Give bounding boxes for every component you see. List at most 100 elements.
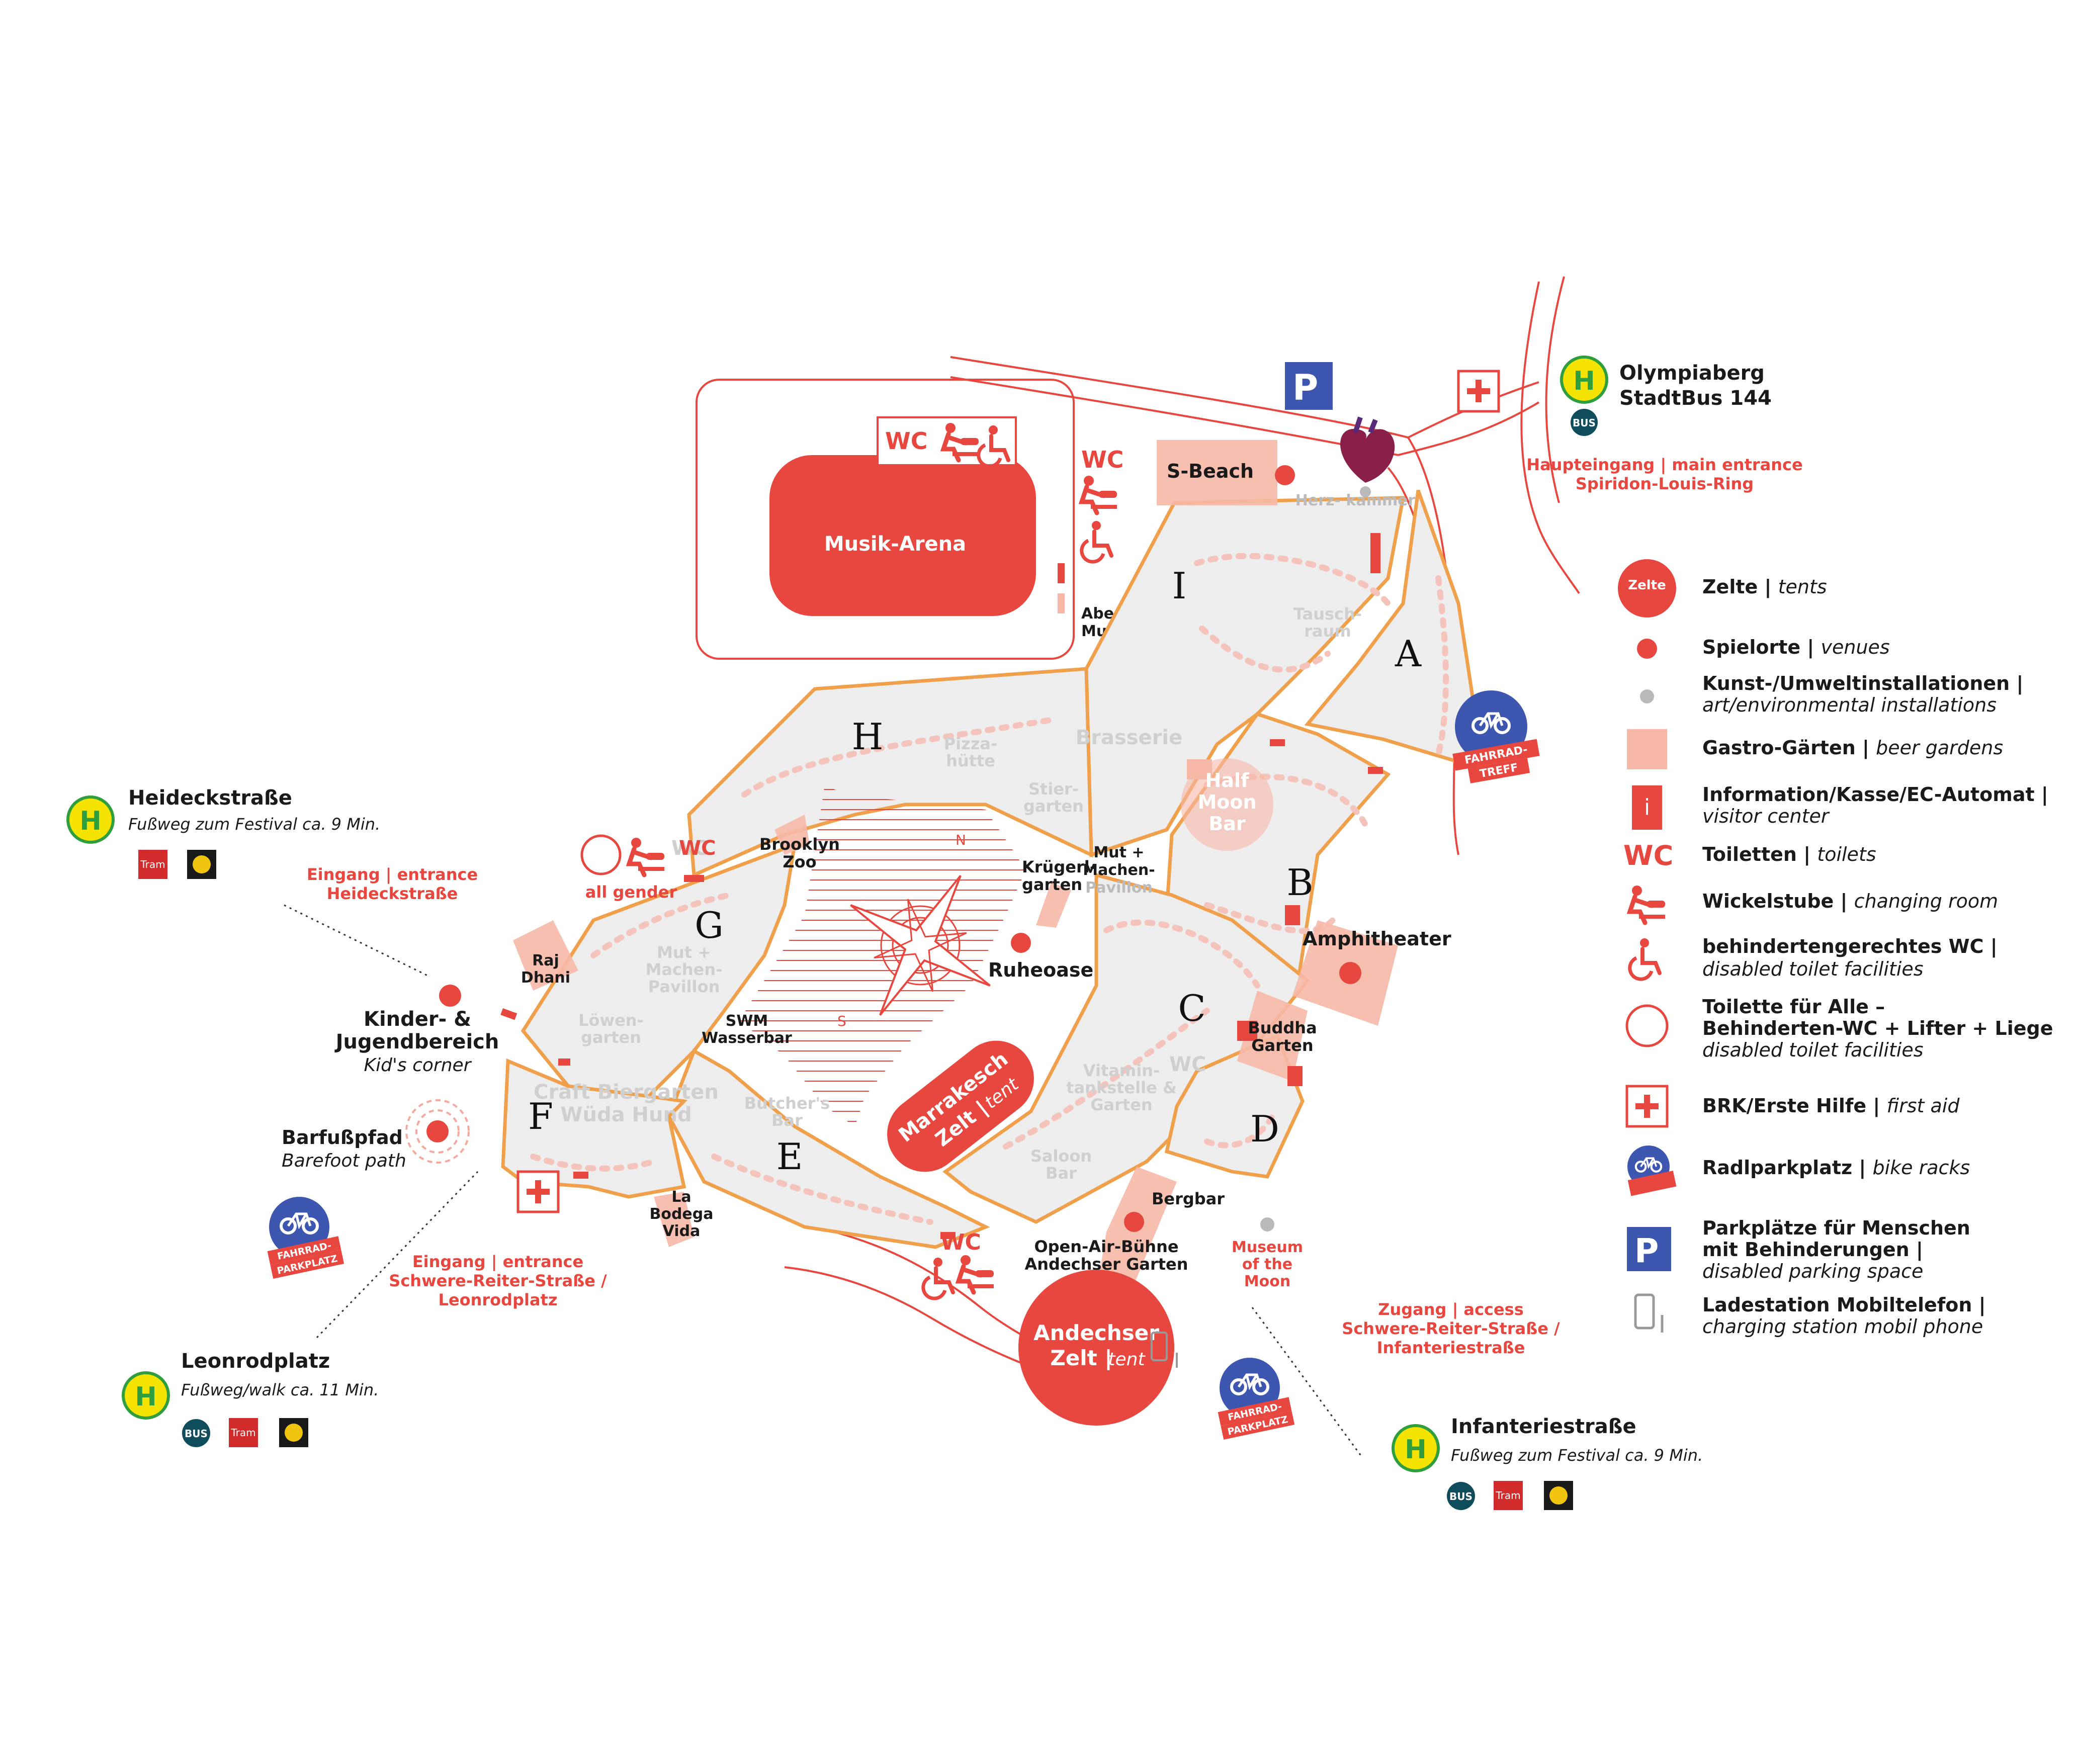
bodega-label-2: Bodega [649,1205,713,1223]
zone-label-g: G [695,904,724,946]
legend-parking-3: disabled parking space [1702,1260,1923,1282]
olympiaberg-name: Olympiaberg [1619,362,1765,385]
toilet-for-all-icon[interactable] [580,834,622,875]
vitamin-label-2: tankstelle & [1066,1078,1177,1097]
legend-disabled-wc: behindertengerechtes WC | [1702,935,1998,958]
charging-station-icon[interactable] [1151,1332,1168,1361]
legend-installations: Kunst-/Umweltinstallationen | [1702,672,2023,695]
disabled-parking-icon[interactable] [1285,362,1333,410]
zone-a[interactable] [1304,489,1486,772]
museum-label-3: Moon [1244,1273,1290,1290]
legend-changing-room: Wickelstube | changing room [1702,890,1998,913]
tram-stop-icon [1560,356,1608,404]
tram-stop-icon [122,1371,170,1420]
entrance-labels: Haupteingang | main entrance Spiridon-Lo… [307,455,1803,1357]
amphitheater-venue[interactable] [1339,962,1361,984]
toilet-for-all-icon [1625,1004,1669,1047]
zone-label-b: B [1287,861,1314,904]
raj-dhani-garden [513,920,578,991]
andechser-tent[interactable] [1018,1270,1174,1426]
swm-label: SWM [726,1012,768,1030]
zone-labels: I A H B C D G E F [528,565,1422,1178]
openair-venue[interactable] [1124,1212,1144,1232]
half-moon-bar[interactable] [1181,758,1273,851]
info-marker [1058,593,1065,613]
barefoot-label: Barfußpfad [282,1126,403,1149]
all-gender-label: all gender [585,883,677,902]
zone-e[interactable] [667,1048,990,1249]
zone-label-h: H [852,716,884,758]
svg-text:H: H [1573,366,1595,396]
fahrradtreff-icon[interactable]: FAHRRAD- TREFF [1452,690,1542,785]
info-marker [1287,1066,1303,1086]
schwere-entrance-label: Eingang | entrance [412,1252,583,1272]
wc-icon: WC [885,427,928,455]
tram-stop-icon [1392,1424,1440,1472]
charging-station-icon [1634,1293,1655,1330]
bus-icon [182,1419,210,1447]
mutmachen-g-label-3: Pavillon [648,977,720,996]
stop-infanteriestrasse[interactable]: H Infanteriestraße Fußweg zum Festival c… [1392,1415,1703,1510]
info-marker [1058,563,1065,583]
s-beach-label: S-Beach [1167,460,1254,482]
main-entrance-label: Haupteingang | main entrance [1526,455,1802,475]
s-beach-venue[interactable] [1275,465,1295,485]
craft-biergarten-label-2: Wüda Hund [560,1103,691,1126]
svg-text:H: H [135,1382,157,1412]
compass-north: N [956,832,966,848]
zone-label-f: F [528,1095,553,1137]
info-marker [1285,905,1300,925]
svg-text:H: H [1405,1435,1427,1465]
legend-parking-2: mit Behinderungen | [1702,1239,1923,1261]
schwere-entrance-label-3: Leonrodplatz [439,1290,558,1309]
schwere-entrance-label-2: Schwere-Reiter-Straße / [389,1271,607,1290]
kruegergarten-label-2: garten [1022,875,1082,894]
zone-c[interactable] [942,872,1310,1224]
stop-leonrodplatz[interactable]: H Leonrodplatz Fußweg/walk ca. 11 Min. B… [122,1350,379,1447]
legend-charging: Ladestation Mobiltelefon | [1702,1294,1986,1316]
museum-installation[interactable] [1260,1217,1274,1231]
bike-rack-icon[interactable]: FAHRRAD- PARKPLATZ [267,1197,344,1279]
bodega-garden [654,1192,694,1247]
legend-venues: Spielorte | venues [1702,636,1890,659]
ruheoase-label: Ruheoase [988,959,1093,981]
bike-rack-icon[interactable]: FAHRRAD- PARKPLATZ [1218,1358,1295,1440]
leonrod-sub: Fußweg/walk ca. 11 Min. [181,1380,379,1399]
craft-biergarten-label: Craft Biergarten [534,1081,719,1104]
heart-installation-icon[interactable] [1340,416,1395,497]
kids-area: Kinder- & Jugendbereich Kid's corner Bar… [282,985,499,1171]
zones [501,489,1486,1249]
musik-arena-area: Musik-Arena WC WC Abendkasse Musik-Arena [696,379,1188,660]
tauschraum-label-2: raum [1304,622,1351,641]
mutmachen-label-3: Pavillon [1085,879,1153,897]
legend-installations-2: art/environmental installations [1702,694,1997,716]
pizzahuette-label-2: hütte [946,751,995,770]
beer-gardens [513,440,1398,1302]
legend-disabled-wc-2: disabled toilet facilities [1702,958,1924,980]
kids-corner-venue[interactable] [439,985,461,1007]
bergbar-garden [1096,1167,1177,1302]
compass-icon [850,875,991,1016]
raj-dhani-label: Raj [532,952,559,969]
stop-olympiaberg[interactable]: H Olympiaberg StadtBus 144 BUS [1560,356,1772,436]
wc-icon: WC [671,837,708,860]
mutmachen-g-label: Mut + [657,943,711,962]
mutmachen-g-label-2: Machen- [646,960,723,979]
legend-first-aid: BRK/Erste Hilfe | first aid [1702,1095,1960,1117]
stop-heideckstrasse[interactable]: H Heideckstraße Fußweg zum Festival ca. … [66,786,380,879]
musik-arena[interactable] [769,455,1036,616]
wc-icon: WC [1623,840,1673,871]
legend: Zelte Zelte | tents Spielorte | venues K… [1618,559,2053,1338]
brooklyn-garden [774,815,810,855]
svg-text:P: P [1634,1231,1659,1270]
access-label: Zugang | access [1378,1300,1523,1319]
vitamin-label-3: Garten [1090,1095,1152,1114]
barefoot-path-venue[interactable] [426,1120,449,1142]
beer-garden-icon [1627,729,1667,769]
barefoot-label-2: Barefoot path [282,1151,406,1171]
heideck-name: Heideckstraße [128,786,292,810]
ruheoase-venue[interactable] [1011,933,1031,953]
installation-dot-icon [1640,689,1654,703]
pizzahuette-label: Pizza- [944,734,998,753]
access-label-3: Infanteriestraße [1377,1338,1525,1357]
